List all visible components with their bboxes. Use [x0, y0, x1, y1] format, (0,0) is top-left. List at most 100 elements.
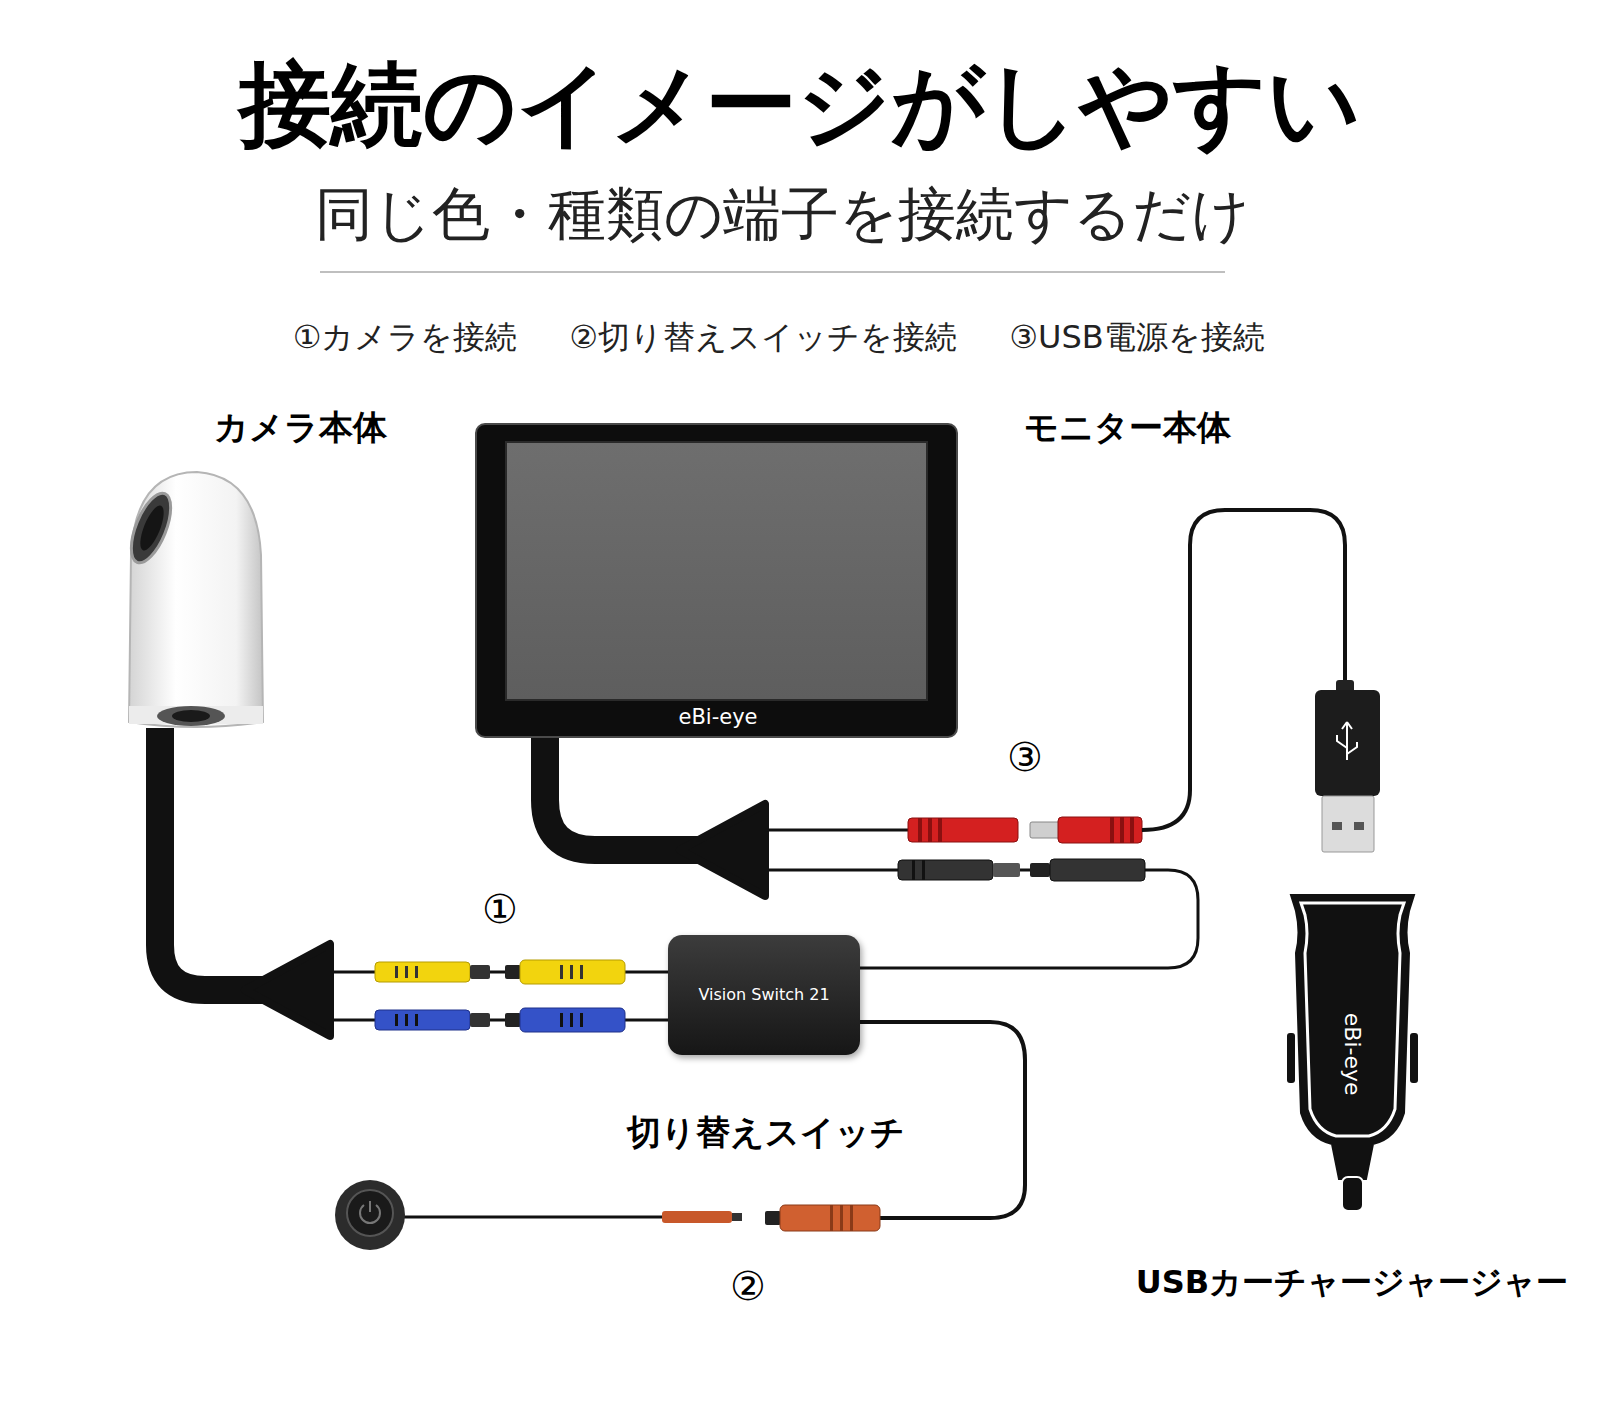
red-plug-rib: [1130, 817, 1134, 843]
red-socket-body: [908, 818, 1018, 842]
yellow-plug-rib: [415, 966, 418, 978]
usb-plug-slot: [1332, 822, 1342, 830]
callout-number: ③: [1007, 733, 1043, 781]
black-plug-rib: [912, 860, 915, 880]
orange-plug-body: [662, 1211, 732, 1223]
device-name: Vision Switch 21: [698, 985, 829, 1004]
blue-plug-rib: [415, 1014, 418, 1026]
usb-cable: [1142, 510, 1380, 852]
yellow-socket-rib: [560, 965, 563, 979]
yellow-socket-rib: [580, 965, 583, 979]
part-name: カメラ本体: [214, 407, 387, 448]
push-button-cap: [347, 1190, 393, 1236]
push-button-base: [335, 1180, 405, 1250]
camera-body: カメラ本体: [125, 470, 265, 732]
monitor-splitter: [680, 804, 765, 896]
red-plug-rib: [1120, 817, 1124, 843]
black-socket-body: [1050, 859, 1145, 881]
orange-socket-tip: [765, 1211, 781, 1225]
button-cable: [335, 1022, 1025, 1250]
black-plug-body: [898, 860, 993, 880]
camera-cable-stem: [160, 728, 280, 990]
blue-plug-rib: [405, 1014, 408, 1026]
red-socket-rib: [928, 818, 932, 842]
usb-plug-slot: [1354, 822, 1364, 830]
black-plug-rib: [922, 860, 925, 880]
usb-plug-metal: [1322, 796, 1374, 852]
blue-socket-body: [520, 1008, 625, 1032]
charger-side-clip: [1410, 1033, 1418, 1083]
orange-socket-rib: [830, 1205, 833, 1231]
yellow-plug-tip: [470, 965, 490, 979]
cable: [160, 732, 668, 990]
camera-shape: [125, 470, 265, 732]
callout-number: ②: [730, 1262, 766, 1310]
subtitle: 同じ色・種類の端子を接続するだけ: [315, 180, 1250, 250]
camera-bottom-lens-glass: [172, 710, 210, 722]
usb-symbol: [1337, 722, 1357, 760]
red-plug-rib: [1110, 817, 1114, 843]
step-text: ①カメラを接続: [293, 318, 518, 356]
red-plug-body: [1058, 817, 1142, 843]
yellow-socket-rib: [570, 965, 573, 979]
camera-top-lens-glass: [136, 503, 169, 553]
part-name: モニター本体: [1024, 407, 1231, 448]
monitor-body: モニター本体eBi-eye: [475, 423, 958, 738]
orange-plug-tip: [732, 1213, 742, 1221]
blue-socket-rib: [570, 1013, 573, 1027]
yellow-socket-tip: [505, 965, 521, 979]
charger-tip: [1342, 1177, 1363, 1211]
blue-socket-rib: [560, 1013, 563, 1027]
charger-body: [1291, 895, 1414, 1179]
brand-logo: eBi-eye: [678, 705, 757, 730]
yellow-socket-body: [520, 960, 625, 984]
callout-number: ①: [482, 885, 518, 933]
power-wire: [765, 829, 910, 832]
red-plug-tip: [1030, 822, 1060, 838]
blue-connectors: [375, 1008, 625, 1032]
blue-socket-tip: [505, 1013, 521, 1027]
yellow-connectors: [375, 960, 625, 984]
charger-trim: [1301, 903, 1404, 1136]
monitor-cable: [545, 734, 910, 896]
usb-plug-strain: [1336, 680, 1354, 694]
blue-plug-rib: [395, 1014, 398, 1026]
step-text: ③USB電源を接続: [1009, 318, 1264, 356]
red-socket-rib: [938, 818, 942, 842]
button-wire: [400, 1216, 662, 1219]
yellow-plug-body: [375, 962, 470, 982]
video-connectors: [898, 859, 1145, 881]
brand-logo: eBi-eye: [1339, 1013, 1365, 1096]
red-socket-rib: [918, 818, 922, 842]
black-plug-tip: [993, 863, 1020, 877]
step-text: ②切り替えスイッチを接続: [569, 318, 957, 356]
blue-plug-tip: [470, 1013, 490, 1027]
blue-plug-body: [375, 1010, 470, 1030]
monitor-cable-stem: [545, 734, 700, 850]
black-socket-tip: [1030, 863, 1050, 877]
red-power-connectors: [908, 817, 1142, 843]
yellow-plug-rib: [395, 966, 398, 978]
switch-box: Vision Switch 21: [668, 935, 860, 1055]
cable: [545, 738, 1198, 968]
orange-socket-body: [780, 1205, 880, 1231]
header-rule: [320, 271, 1225, 273]
cable: [160, 732, 668, 1020]
monitor-screen: [505, 441, 928, 701]
usb-wire: [1142, 510, 1345, 830]
camera-top-lens: [125, 488, 179, 568]
push-button-icon: [360, 1201, 380, 1223]
part-name: USBカーチャージャージャー: [1136, 1263, 1568, 1301]
usb-plug-body: [1315, 690, 1380, 796]
car-charger: eBi-eyeUSBカーチャージャージャー: [1285, 893, 1420, 1215]
part-name: 切り替えスイッチ: [627, 1112, 905, 1153]
main-title: 接続のイメージがしやすい: [239, 50, 1361, 160]
camera-cable: [160, 728, 330, 1036]
yellow-plug-rib: [405, 966, 408, 978]
camera-bottom-lens: [157, 706, 225, 726]
charger-side-clip: [1287, 1033, 1295, 1083]
orange-socket-rib: [840, 1205, 843, 1231]
orange-socket-rib: [850, 1205, 853, 1231]
blue-socket-rib: [580, 1013, 583, 1027]
